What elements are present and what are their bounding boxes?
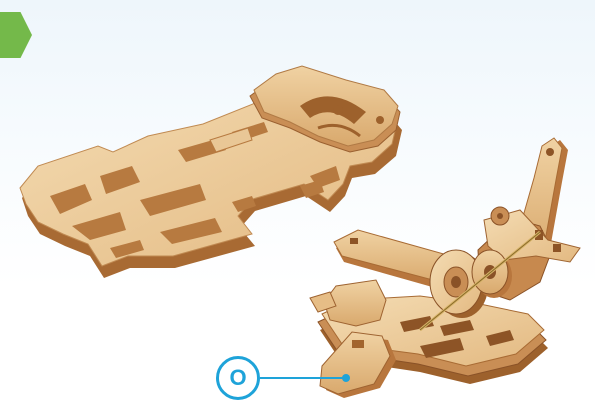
callout-leader-line bbox=[260, 377, 346, 379]
part-callout-label: O bbox=[229, 365, 246, 391]
part-callout-o: O bbox=[216, 356, 260, 400]
callout-leader-dot bbox=[342, 374, 350, 382]
